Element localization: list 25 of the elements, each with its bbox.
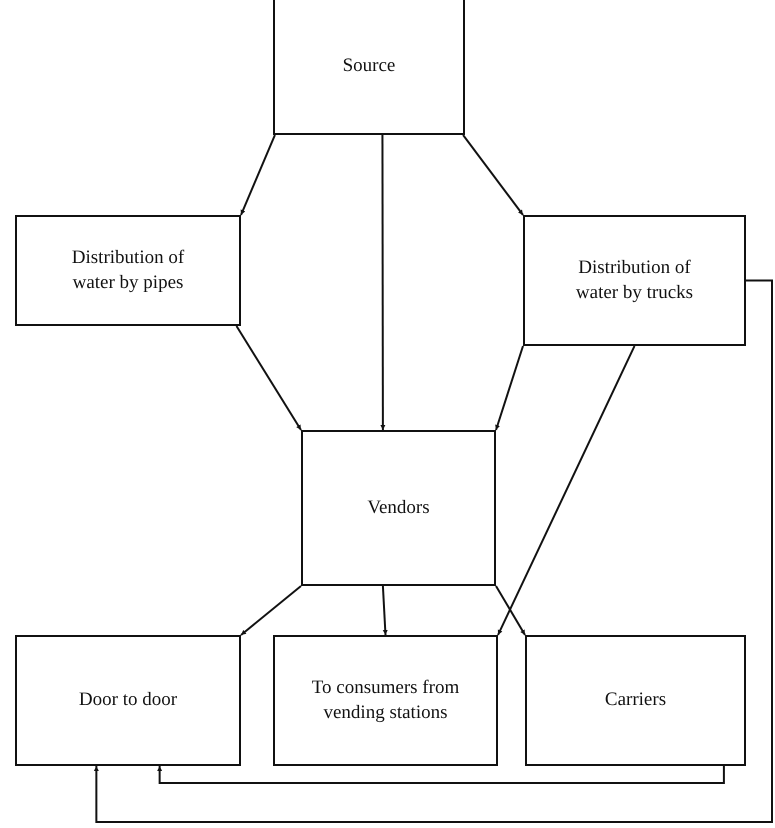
arrow xyxy=(497,346,636,636)
arrow xyxy=(495,346,524,430)
box-label: Carriers xyxy=(604,688,666,712)
process-box xyxy=(523,215,746,346)
arrow xyxy=(240,585,302,636)
process-box xyxy=(15,215,241,326)
box-label: Distribution of water by trucks xyxy=(574,256,694,304)
process-box xyxy=(301,430,496,586)
box-label: To consumers from vending stations xyxy=(310,676,460,724)
box-label: Door to door xyxy=(78,688,178,712)
arrow xyxy=(240,134,276,216)
process-box xyxy=(15,635,241,766)
arrow xyxy=(236,325,302,431)
process-box xyxy=(273,0,465,135)
arrow xyxy=(94,280,773,823)
box-label: Distribution of water by pipes xyxy=(70,246,186,294)
process-box xyxy=(273,635,498,766)
arrow xyxy=(382,586,388,636)
box-label: Source xyxy=(342,54,396,78)
arrow xyxy=(157,766,725,784)
arrow xyxy=(462,134,524,216)
arrow xyxy=(495,585,526,636)
arrow xyxy=(380,135,386,430)
box-label: Vendors xyxy=(367,496,430,520)
process-box xyxy=(525,635,746,766)
